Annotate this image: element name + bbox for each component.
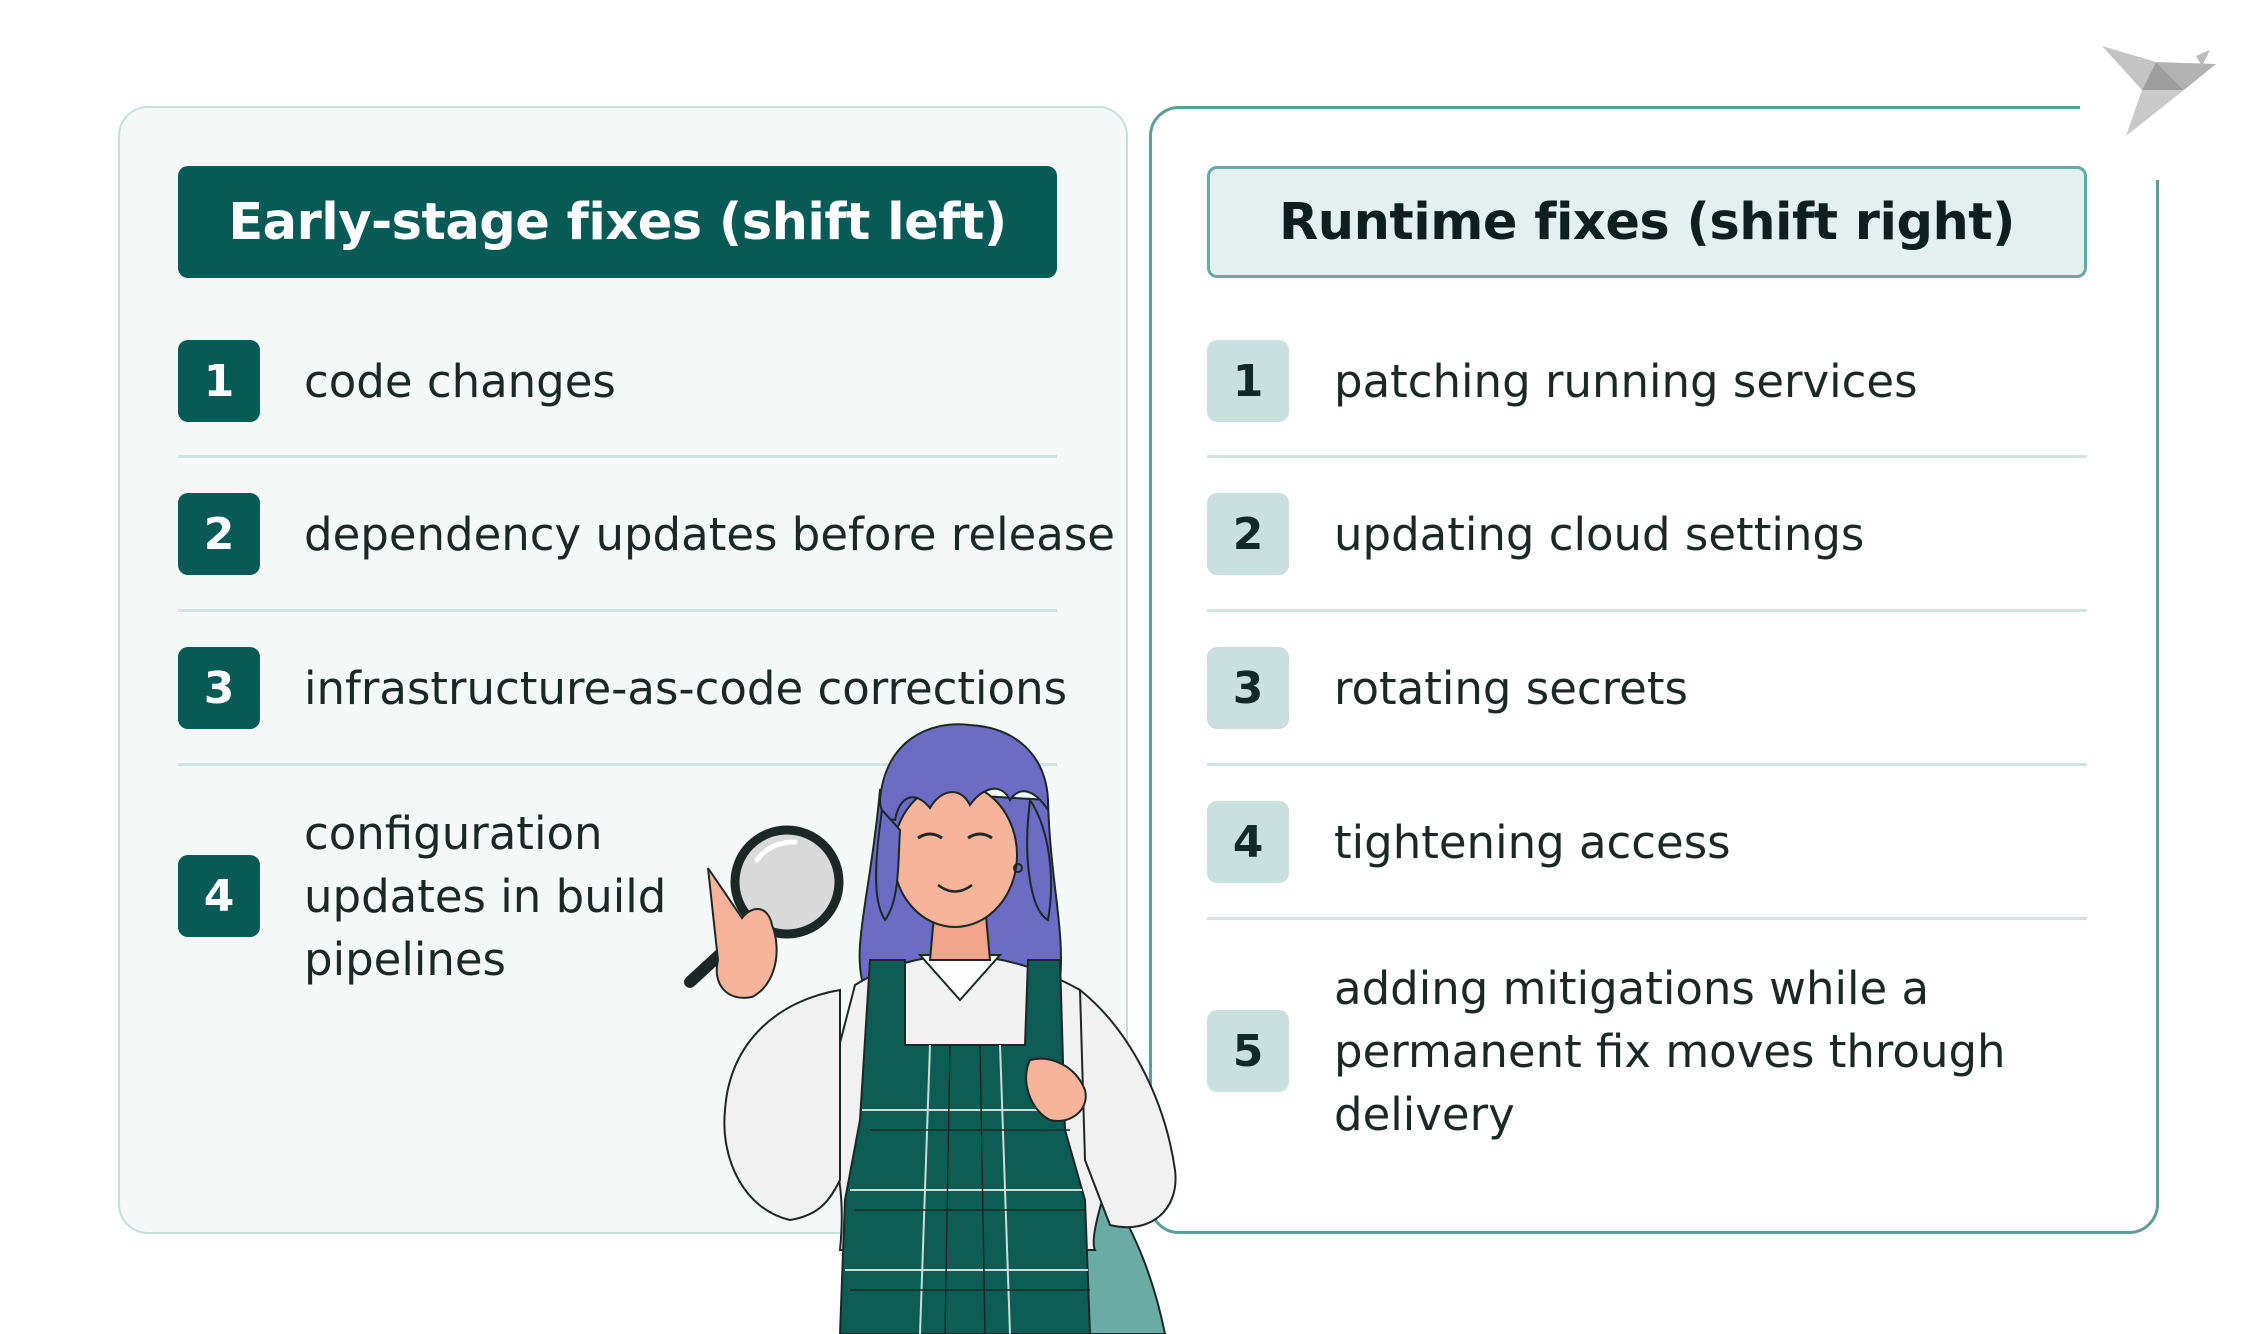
left-divider-2 bbox=[178, 609, 1057, 612]
left-item-4-text-line-2: updates in build bbox=[304, 870, 667, 923]
shift-right-title: Runtime fixes (shift right) bbox=[1207, 166, 2087, 278]
right-divider-1 bbox=[1207, 455, 2087, 458]
right-divider-4 bbox=[1207, 917, 2087, 920]
left-item-2-number: 2 bbox=[178, 493, 260, 575]
shift-left-title: Early-stage fixes (shift left) bbox=[178, 166, 1057, 278]
left-item-4-text-line-1: configuration bbox=[304, 807, 603, 860]
shift-right-panel bbox=[1149, 106, 2159, 1234]
right-item-1-number: 1 bbox=[1207, 340, 1289, 422]
right-divider-3 bbox=[1207, 763, 2087, 766]
origami-bird-icon bbox=[2102, 46, 2216, 136]
right-item-2-text: updating cloud settings bbox=[1334, 508, 1865, 561]
right-item-3-number: 3 bbox=[1207, 647, 1289, 729]
right-item-5-text-line-3: delivery bbox=[1334, 1088, 1515, 1141]
left-divider-1 bbox=[178, 455, 1057, 458]
right-item-1-text: patching running services bbox=[1334, 355, 1918, 408]
left-item-4-text-line-3: pipelines bbox=[304, 933, 506, 986]
right-item-5-text-line-2: permanent fix moves through bbox=[1334, 1025, 2006, 1078]
right-item-2-number: 2 bbox=[1207, 493, 1289, 575]
right-divider-2 bbox=[1207, 609, 2087, 612]
left-item-2-text: dependency updates before release bbox=[304, 508, 1115, 561]
right-item-3-text: rotating secrets bbox=[1334, 662, 1688, 715]
left-divider-3 bbox=[178, 763, 1057, 766]
left-item-4-number: 4 bbox=[178, 855, 260, 937]
right-item-5-text-line-1: adding mitigations while a bbox=[1334, 962, 1930, 1015]
left-item-3-number: 3 bbox=[178, 647, 260, 729]
left-item-3-text: infrastructure-as-code corrections bbox=[304, 662, 1068, 715]
right-item-4-number: 4 bbox=[1207, 801, 1289, 883]
right-item-5-number: 5 bbox=[1207, 1010, 1289, 1092]
right-item-4-text: tightening access bbox=[1334, 816, 1731, 869]
left-item-1-text: code changes bbox=[304, 355, 616, 408]
left-item-1-number: 1 bbox=[178, 340, 260, 422]
